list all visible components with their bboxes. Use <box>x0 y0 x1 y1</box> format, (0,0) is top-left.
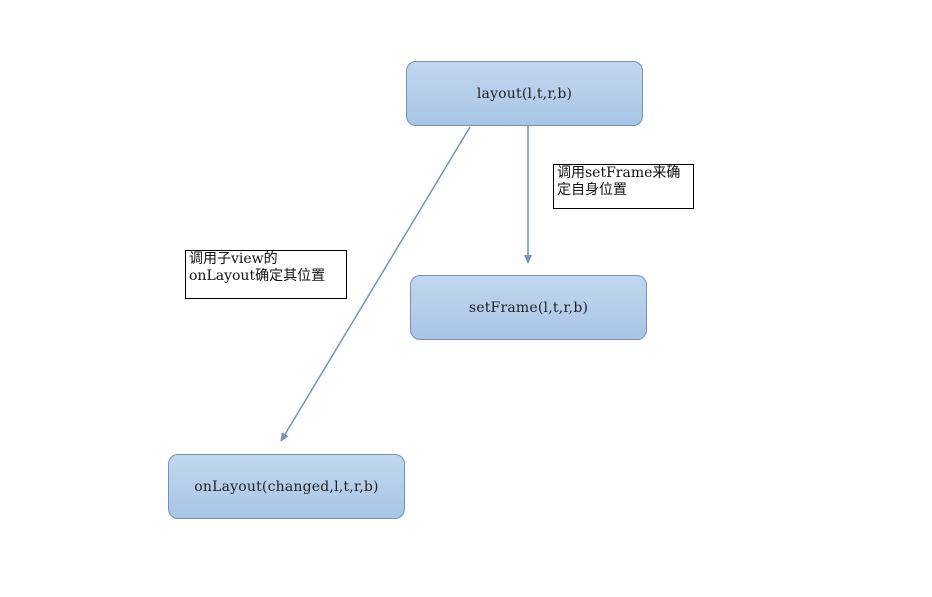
setframe-node-label: setFrame(l,t,r,b) <box>468 299 589 316</box>
setframe-annotation-line1: 调用setFrame来确 <box>557 165 681 181</box>
setframe-annotation-line2: 定自身位置 <box>557 182 627 198</box>
onlayout-annotation-line2: onLayout确定其位置 <box>189 268 326 284</box>
onlayout-annotation: 调用子view的 onLayout确定其位置 <box>185 250 347 299</box>
onlayout-node-label: onLayout(changed,l,t,r,b) <box>194 478 379 495</box>
layout-node: layout(l,t,r,b) <box>406 61 643 126</box>
setframe-node: setFrame(l,t,r,b) <box>410 275 647 340</box>
onlayout-annotation-line1: 调用子view的 <box>189 251 278 267</box>
onlayout-node: onLayout(changed,l,t,r,b) <box>168 454 405 519</box>
layout-node-label: layout(l,t,r,b) <box>476 85 573 102</box>
setframe-annotation: 调用setFrame来确 定自身位置 <box>553 164 694 209</box>
